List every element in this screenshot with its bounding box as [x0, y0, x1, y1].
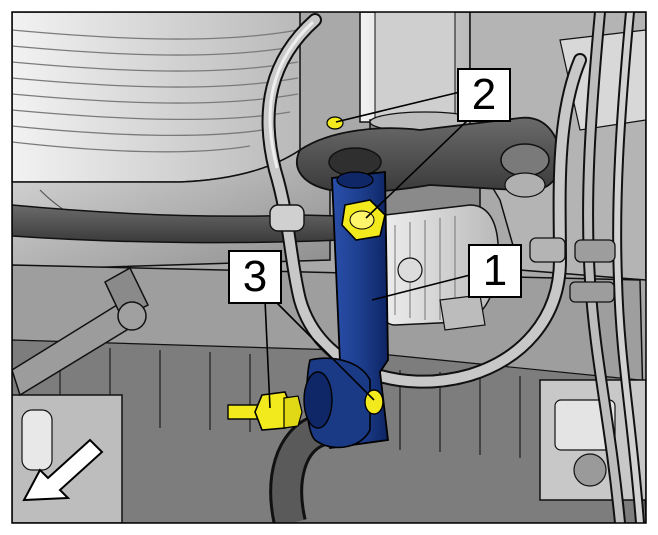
callout-3: 3 [228, 250, 282, 304]
leader-1 [371, 274, 471, 301]
actuator-motor [371, 204, 499, 331]
leader-2b [365, 117, 471, 219]
front-direction-arrow-icon [22, 438, 104, 502]
ribbed-pulley [12, 12, 301, 183]
hose-clip [269, 204, 305, 232]
small-bolt-top [326, 116, 344, 130]
lower-bolts [227, 389, 384, 431]
image-border [11, 11, 647, 524]
leader-3a [264, 299, 271, 409]
callout-leaders [264, 91, 471, 409]
lever-rod [12, 266, 149, 397]
callout-2: 2 [457, 68, 511, 122]
callout-1: 1 [468, 244, 522, 298]
blue-bracket [303, 170, 389, 449]
brake-lines [529, 12, 645, 523]
leader-3b [273, 299, 375, 401]
leader-2a [335, 91, 461, 123]
